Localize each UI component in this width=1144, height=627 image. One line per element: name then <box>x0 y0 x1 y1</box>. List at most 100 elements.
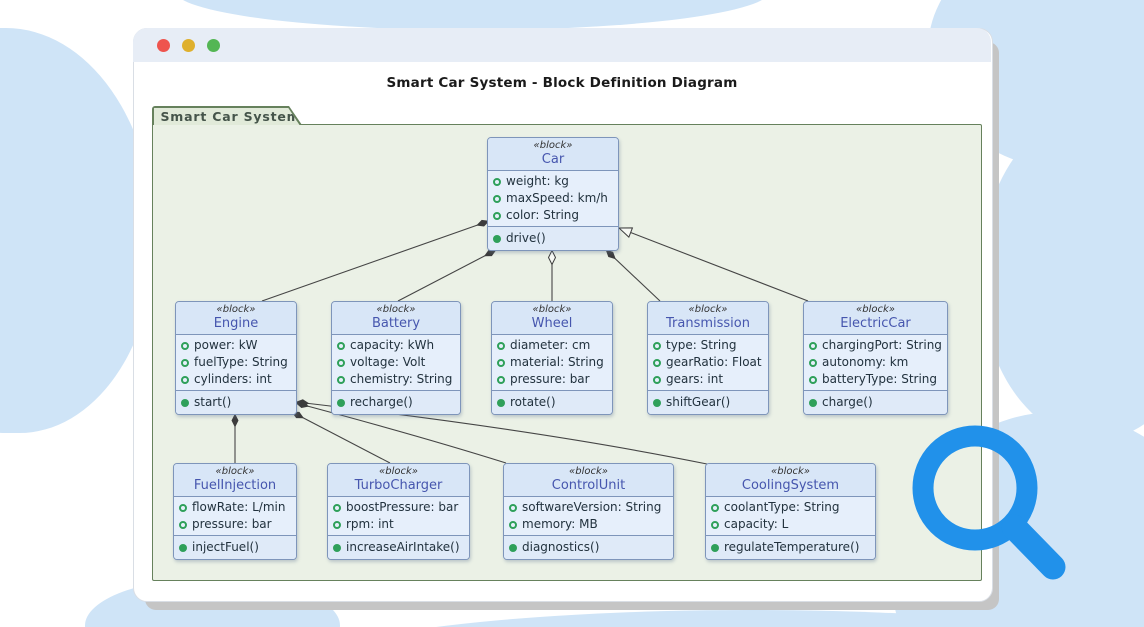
attribute-row: softwareVersion: String <box>509 500 668 515</box>
block-stereotype: «block» <box>856 304 895 315</box>
block-name: CoolingSystem <box>741 478 840 493</box>
block-attributes: power: kW fuelType: String cylinders: int <box>176 335 296 391</box>
block-attributes: flowRate: L/min pressure: bar <box>174 497 296 536</box>
attribute-visibility-icon <box>179 520 187 529</box>
attribute-visibility-icon <box>509 503 517 512</box>
attribute-text: fuelType: String <box>194 355 288 369</box>
attribute-text: coolantType: String <box>724 500 840 514</box>
page-title: Smart Car System - Block Definition Diag… <box>386 75 738 91</box>
attribute-row: capacity: L <box>711 517 870 532</box>
attribute-text: cylinders: int <box>194 372 272 386</box>
block-operations: shiftGear() <box>648 391 768 414</box>
block-operations: rotate() <box>492 391 612 414</box>
attribute-text: chemistry: String <box>350 372 453 386</box>
block-header: «block»ElectricCar <box>804 302 947 335</box>
operation-text: injectFuel() <box>192 540 259 554</box>
window-titlebar <box>133 28 991 62</box>
operation-text: start() <box>194 395 232 409</box>
block-operations: start() <box>176 391 296 414</box>
attribute-text: rpm: int <box>346 517 394 531</box>
attribute-visibility-icon <box>711 520 719 529</box>
block-stereotype: «block» <box>688 304 728 315</box>
diagram-frame-tab: Smart Car System <box>152 106 302 125</box>
close-button[interactable] <box>157 38 170 52</box>
operation-row: recharge() <box>337 395 455 410</box>
operation-visibility-icon <box>653 398 661 407</box>
attribute-row: material: String <box>497 355 607 370</box>
attribute-text: pressure: bar <box>192 517 272 531</box>
attribute-text: color: String <box>506 208 580 222</box>
block-stereotype: «block» <box>215 466 255 477</box>
background-blob <box>0 28 155 433</box>
attribute-row: weight: kg <box>493 174 613 189</box>
operation-row: injectFuel() <box>179 540 291 555</box>
attribute-text: voltage: Volt <box>350 355 426 369</box>
operation-text: drive() <box>506 231 546 245</box>
block-header: «block»TurboCharger <box>328 464 469 497</box>
attribute-text: weight: kg <box>506 174 569 188</box>
operation-row: start() <box>181 395 291 410</box>
maximize-button[interactable] <box>207 38 220 52</box>
operation-row: shiftGear() <box>653 395 763 410</box>
operation-row: drive() <box>493 231 613 246</box>
attribute-text: batteryType: String <box>822 372 938 386</box>
attribute-text: gears: int <box>666 372 724 386</box>
attribute-row: memory: MB <box>509 517 668 532</box>
attribute-row: color: String <box>493 208 613 223</box>
attribute-text: flowRate: L/min <box>192 500 286 514</box>
attribute-row: power: kW <box>181 338 291 353</box>
operation-text: charge() <box>822 395 873 409</box>
block-operations: charge() <box>804 391 947 414</box>
block-stereotype: «block» <box>216 304 256 315</box>
attribute-text: softwareVersion: String <box>522 500 662 514</box>
operation-visibility-icon <box>493 234 501 243</box>
operation-visibility-icon <box>497 398 505 407</box>
operation-text: recharge() <box>350 395 413 409</box>
attribute-visibility-icon <box>809 358 817 367</box>
operation-text: diagnostics() <box>522 540 600 554</box>
operation-row: regulateTemperature() <box>711 540 870 555</box>
operation-visibility-icon <box>181 398 189 407</box>
attribute-text: gearRatio: Float <box>666 355 762 369</box>
block-header: «block»Wheel <box>492 302 612 335</box>
attribute-visibility-icon <box>181 341 189 350</box>
minimize-button[interactable] <box>182 38 195 52</box>
block-name: ControlUnit <box>551 478 626 493</box>
operation-row: increaseAirIntake() <box>333 540 464 555</box>
attribute-text: pressure: bar <box>510 372 590 386</box>
block-operations: increaseAirIntake() <box>328 536 469 559</box>
operation-visibility-icon <box>809 398 817 407</box>
operation-text: increaseAirIntake() <box>346 540 460 554</box>
operation-visibility-icon <box>509 543 517 552</box>
block-operations: drive() <box>488 227 618 250</box>
attribute-visibility-icon <box>337 358 345 367</box>
attribute-row: voltage: Volt <box>337 355 455 370</box>
attribute-visibility-icon <box>497 375 505 384</box>
block-name: Battery <box>371 316 421 331</box>
operation-row: rotate() <box>497 395 607 410</box>
attribute-text: capacity: L <box>724 517 789 531</box>
attribute-visibility-icon <box>493 211 501 220</box>
block-attributes: coolantType: String capacity: L <box>706 497 875 536</box>
block-operations: recharge() <box>332 391 460 414</box>
block-operations: diagnostics() <box>504 536 673 559</box>
attribute-row: gearRatio: Float <box>653 355 763 370</box>
attribute-visibility-icon <box>497 341 505 350</box>
block-stereotype: «block» <box>771 466 810 477</box>
